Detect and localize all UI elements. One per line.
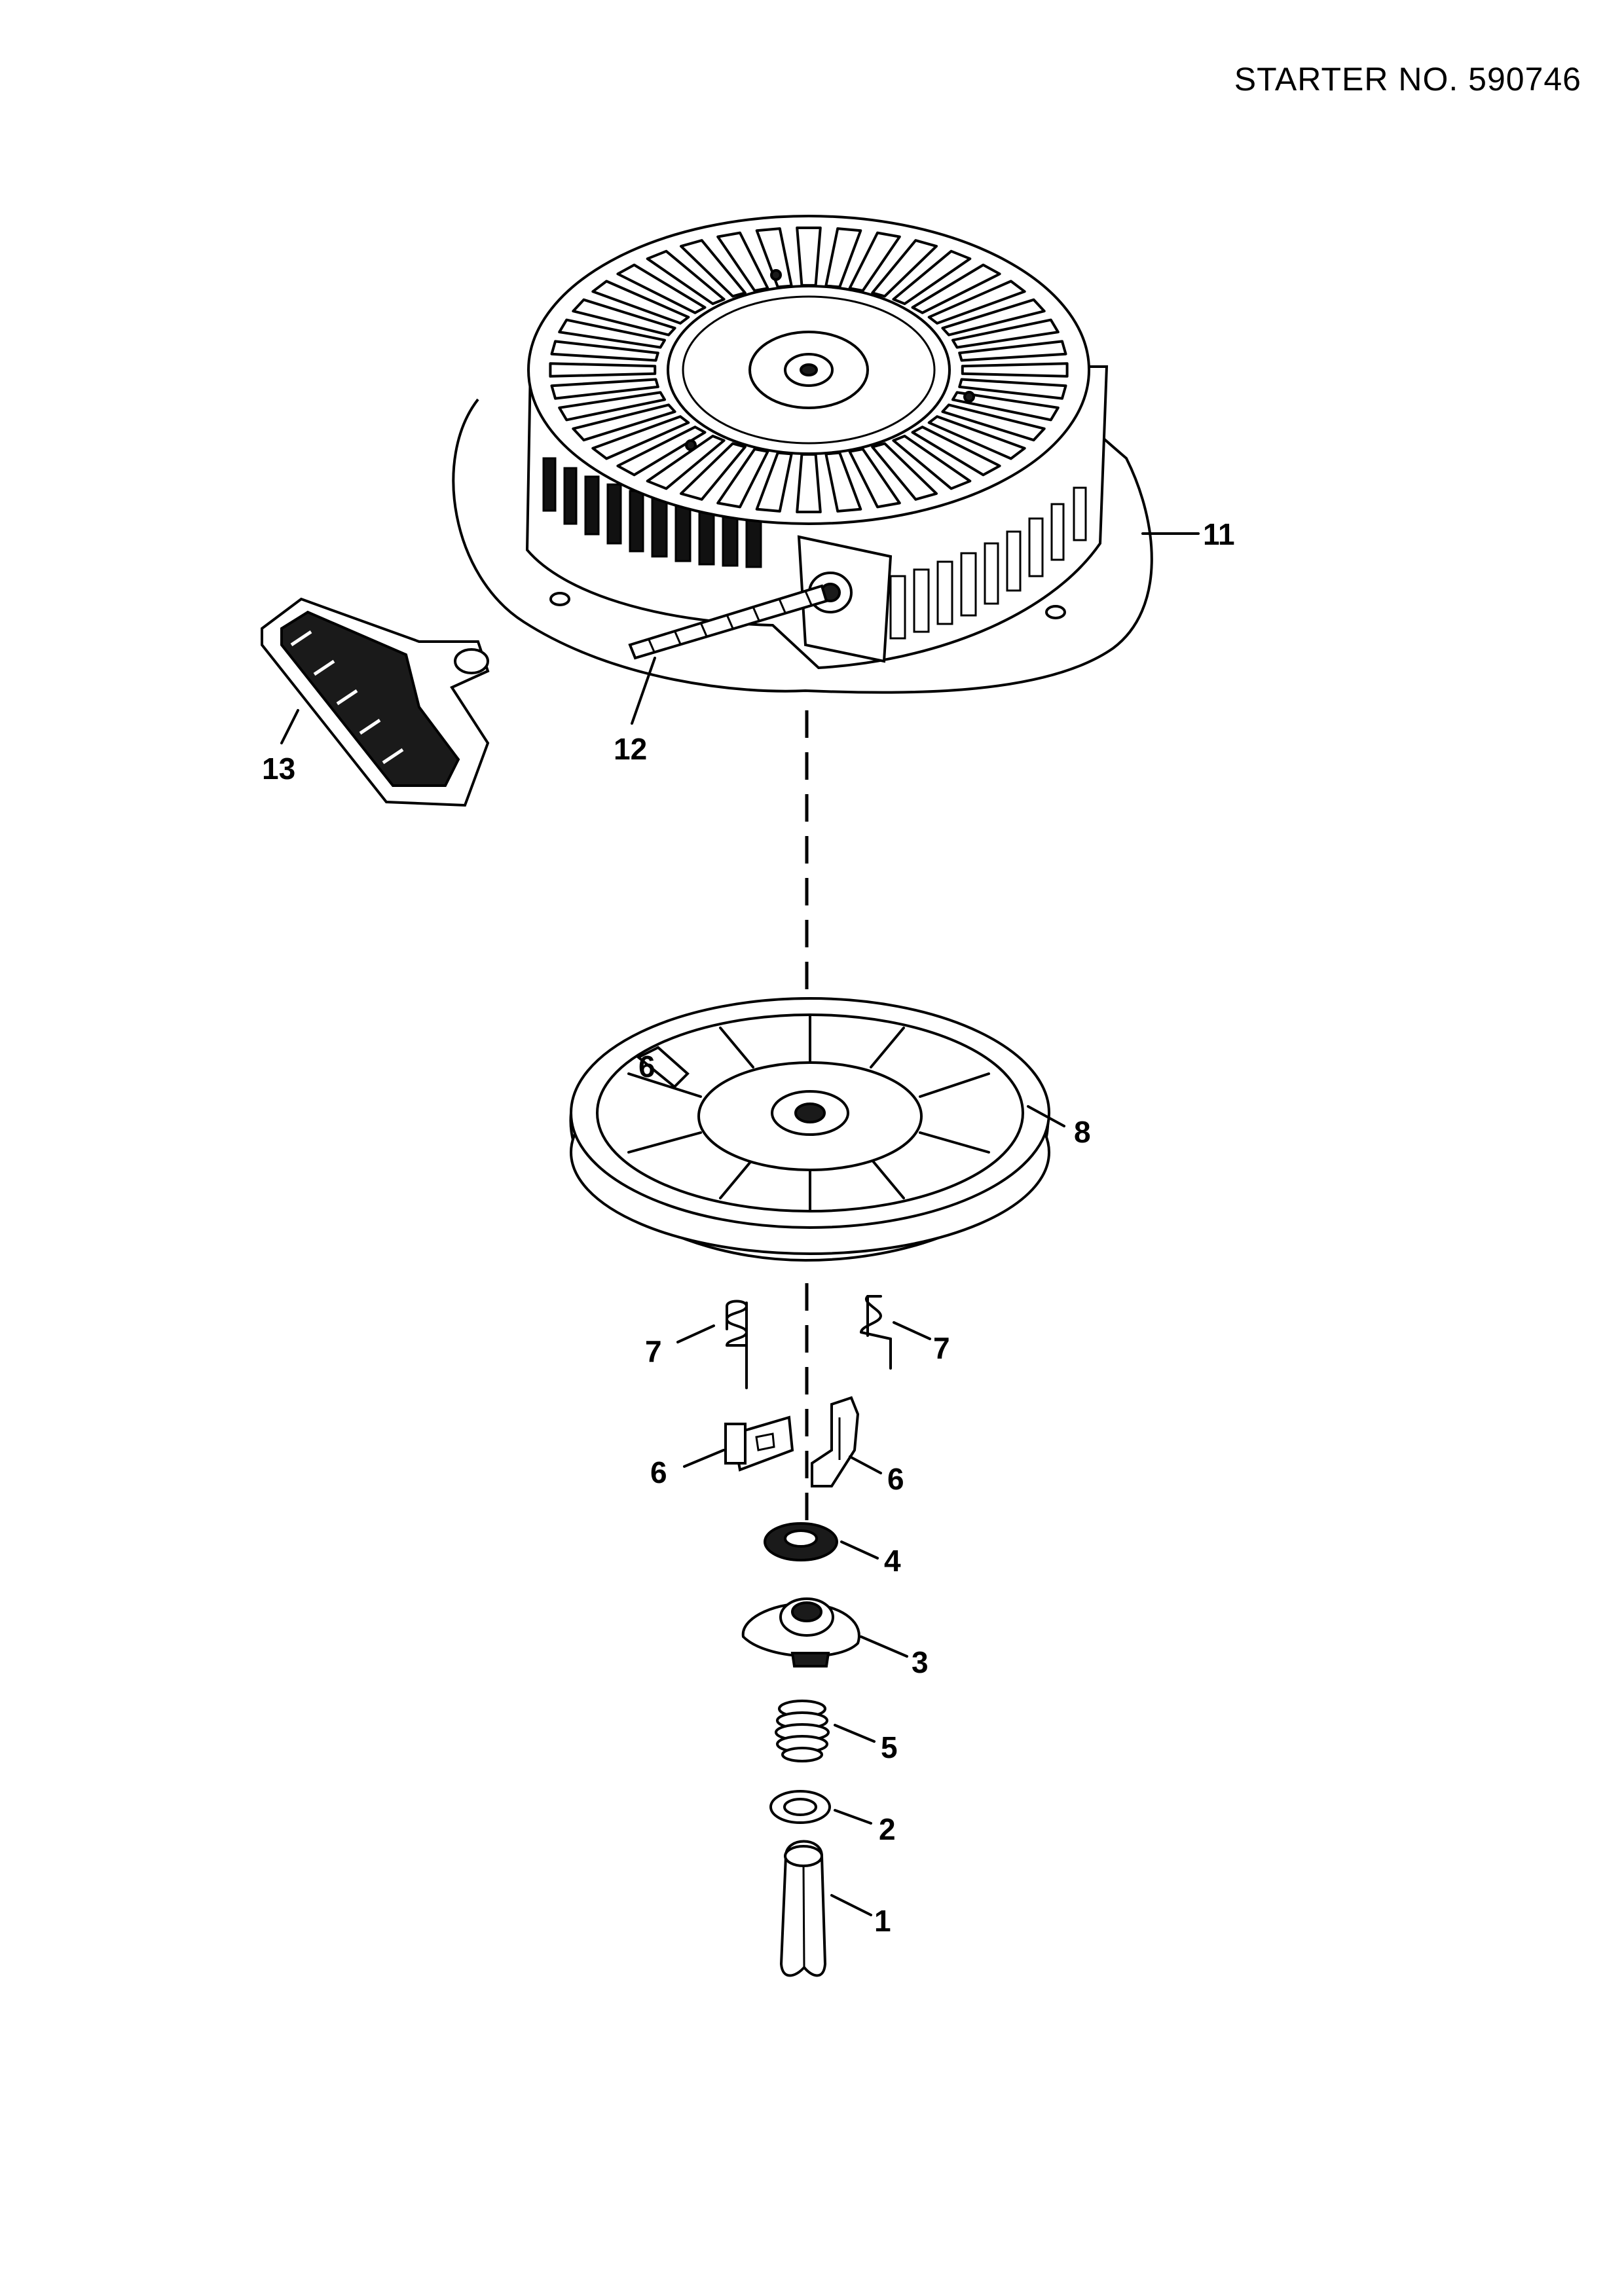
vent-slot xyxy=(941,403,1046,442)
callout-2: 2 xyxy=(879,1812,896,1846)
vent-slot xyxy=(911,263,1001,314)
vent-slot xyxy=(961,362,1069,378)
spring-5 xyxy=(775,1700,830,1762)
pulley xyxy=(569,997,1050,1262)
vent-slot xyxy=(927,280,1026,325)
vent-slot xyxy=(951,318,1060,349)
vent-slot xyxy=(680,239,747,298)
page-title: STARTER NO. 590746 xyxy=(1234,61,1581,98)
vent-slot xyxy=(927,415,1026,460)
callout-12: 12 xyxy=(614,732,647,766)
callout-7-left: 7 xyxy=(645,1334,662,1368)
vent-slot xyxy=(871,239,938,298)
starter-rope xyxy=(628,584,828,660)
vent-slot xyxy=(591,415,690,460)
vent-slot xyxy=(591,280,690,325)
vent-slot xyxy=(796,227,822,287)
pin-1 xyxy=(779,1840,827,1977)
vent-slot xyxy=(550,340,659,362)
callout-11: 11 xyxy=(1203,517,1235,551)
vent-slot xyxy=(848,231,901,292)
retainer-3 xyxy=(741,1597,860,1667)
vent-slot xyxy=(958,340,1067,362)
vent-slot xyxy=(646,435,726,490)
callout-5: 5 xyxy=(881,1730,898,1764)
callout-8: 8 xyxy=(1074,1115,1091,1149)
starter-handle xyxy=(261,597,490,807)
callout-7-right: 7 xyxy=(933,1331,950,1365)
vent-slot xyxy=(616,263,707,314)
leader-lines xyxy=(280,532,1200,1916)
washer-2 xyxy=(769,1790,831,1824)
vent-slot xyxy=(550,378,659,400)
vent-slot xyxy=(558,318,666,349)
vent-slot xyxy=(716,448,769,509)
vent-slot xyxy=(716,231,769,292)
vent-slot xyxy=(572,298,676,337)
vent-slot xyxy=(796,453,822,513)
vent-slot xyxy=(892,435,972,490)
vent-slot xyxy=(958,378,1067,400)
callout-3: 3 xyxy=(912,1645,929,1679)
vent-slot xyxy=(680,442,747,501)
callout-1: 1 xyxy=(874,1904,891,1938)
vent-slot xyxy=(892,249,972,305)
washer-4 xyxy=(764,1522,838,1561)
pawl-left xyxy=(724,1415,794,1472)
vent-slot xyxy=(558,391,666,422)
callout-6-right: 6 xyxy=(887,1462,904,1496)
callout-13: 13 xyxy=(262,752,295,786)
vent-slot xyxy=(941,298,1046,337)
vent-slot xyxy=(616,426,707,477)
pawl-spring-right xyxy=(860,1295,892,1370)
vent-slot xyxy=(646,249,726,305)
vent-slot xyxy=(911,426,1001,477)
pawl-spring-left xyxy=(726,1300,748,1389)
callout-4: 4 xyxy=(884,1544,901,1578)
pawl-right xyxy=(811,1396,860,1487)
vent-slot xyxy=(572,403,676,442)
vent-slot xyxy=(951,391,1060,422)
housing-vents xyxy=(549,227,1069,513)
starter-housing xyxy=(452,215,1153,694)
callout-6-pulley: 6 xyxy=(638,1049,655,1084)
callout-6-left: 6 xyxy=(650,1455,667,1489)
vent-slot xyxy=(848,448,901,509)
vent-slot xyxy=(871,442,938,501)
vent-slot xyxy=(549,362,657,378)
